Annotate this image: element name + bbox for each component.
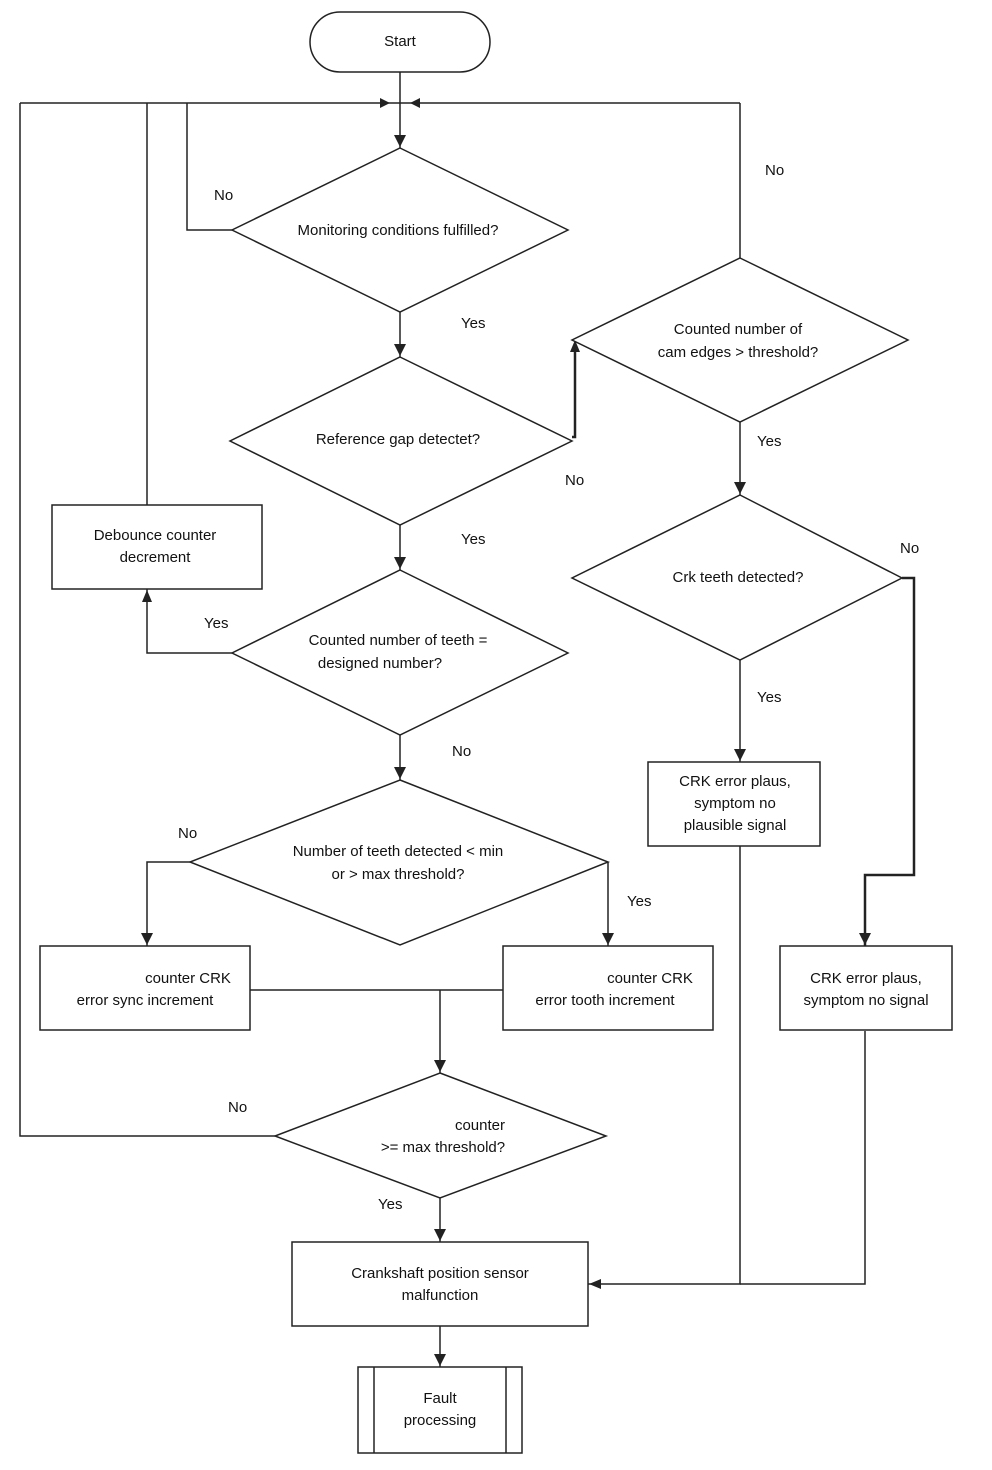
connector-nosignal-malfunction	[740, 1031, 866, 1285]
label-crk-yes: Yes	[757, 689, 781, 706]
arrow-to-teethcount	[394, 557, 406, 569]
arrow-to-malfunction	[434, 1229, 446, 1241]
process-sync-increment: counter CRK error sync increment	[39, 945, 251, 1031]
malfunction-label-2: malfunction	[402, 1287, 479, 1304]
connector-teethcount-yes	[146, 589, 232, 654]
process-debounce: Debounce counter decrement	[51, 504, 263, 590]
connector-threshold-no	[146, 861, 190, 946]
fault-label-2: processing	[404, 1412, 477, 1429]
process-plaus-no-signal: CRK error plaus, symptom no signal	[779, 945, 953, 1031]
arrow-top-merge-left	[380, 98, 390, 108]
label-counter-no: No	[228, 1099, 247, 1116]
arrow-to-crk	[734, 482, 746, 494]
label-crk-no: No	[900, 540, 919, 557]
start-label: Start	[384, 33, 417, 50]
crk-label-1: Crk teeth detected?	[673, 569, 804, 586]
decision-counter-threshold: counter >= max threshold?	[272, 1072, 609, 1199]
decision-reference-gap: Reference gap detectet?	[228, 356, 574, 526]
threshold-label-1: Number of teeth detected < min	[293, 843, 504, 860]
plaus-label-1: CRK error plaus,	[679, 773, 791, 790]
arrow-to-plaus	[734, 749, 746, 761]
arrow-to-cam	[570, 340, 580, 352]
start-terminator: Start	[309, 11, 491, 73]
decision-monitoring: Monitoring conditions fulfilled?	[230, 147, 570, 313]
nosignal-label-2: symptom no signal	[803, 992, 928, 1009]
label-threshold-no: No	[178, 825, 197, 842]
plaus-label-2: symptom no	[694, 795, 776, 812]
label-teethcount-yes: Yes	[204, 615, 228, 632]
plaus-label-3: plausible signal	[684, 817, 787, 834]
process-malfunction: Crankshaft position sensor malfunction	[291, 1241, 589, 1327]
connector-crk-no	[863, 576, 916, 946]
arrow-to-tooth	[602, 933, 614, 945]
malfunction-label-1: Crankshaft position sensor	[351, 1265, 529, 1282]
nosignal-label-1: CRK error plaus,	[810, 970, 922, 987]
arrow-to-fault	[434, 1354, 446, 1366]
sync-label-2: error sync increment	[77, 992, 215, 1009]
process-plaus-no-plausible: CRK error plaus, symptom no plausible si…	[647, 761, 821, 847]
teethcount-label-2: designed number?	[318, 655, 442, 672]
arrow-to-refgap	[394, 344, 406, 356]
label-teethcount-no: No	[452, 743, 471, 760]
debounce-label-1: Debounce counter	[94, 527, 217, 544]
arrow-to-sync	[141, 933, 153, 945]
label-counter-yes: Yes	[378, 1196, 402, 1213]
arrow-heads	[141, 98, 871, 1366]
threshold-label-2: or > max threshold?	[332, 866, 465, 883]
decision-cam-edges: Counted number of cam edges > threshold?	[570, 257, 910, 423]
teethcount-label-1: Counted number of teeth =	[309, 632, 488, 649]
arrow-to-debounce	[142, 590, 152, 602]
label-cam-no: No	[765, 162, 784, 179]
label-monitoring-no: No	[214, 187, 233, 204]
decision-teeth-threshold: Number of teeth detected < min or > max …	[187, 779, 611, 946]
counter-label-1: counter	[455, 1117, 505, 1134]
decision-crk-teeth: Crk teeth detected?	[570, 494, 904, 661]
label-refgap-yes: Yes	[461, 531, 485, 548]
connector-refgap-no	[572, 350, 577, 439]
process-fault: Fault processing	[357, 1366, 523, 1454]
process-tooth-increment: counter CRK error tooth increment	[502, 945, 714, 1031]
connectors	[19, 72, 916, 1367]
counter-label-2: >= max threshold?	[381, 1139, 505, 1156]
label-refgap-no: No	[565, 472, 584, 489]
connector-plaus-malfunction	[588, 846, 741, 1285]
monitoring-label-1: Monitoring conditions fulfilled?	[298, 222, 499, 239]
label-monitoring-yes: Yes	[461, 315, 485, 332]
sync-label-1: counter CRK	[145, 970, 231, 987]
cam-label-1: Counted number of	[674, 321, 803, 338]
tooth-label-2: error tooth increment	[535, 992, 675, 1009]
arrow-to-threshold	[394, 767, 406, 779]
cam-label-2: cam edges > threshold?	[658, 344, 819, 361]
refgap-label-1: Reference gap detectet?	[316, 431, 480, 448]
decision-teeth-count: Counted number of teeth = designed numbe…	[230, 569, 570, 736]
label-threshold-yes: Yes	[627, 893, 651, 910]
connector-counter-no	[19, 103, 275, 1137]
edge-labels: No Yes No Yes Yes No No Yes No Yes No Ye…	[178, 162, 919, 1213]
arrow-top-merge-right	[410, 98, 420, 108]
connector-monitoring-no	[186, 103, 232, 231]
label-cam-yes: Yes	[757, 433, 781, 450]
arrow-to-counter	[434, 1060, 446, 1072]
arrow-to-nosignal	[859, 933, 871, 945]
fault-label-1: Fault	[423, 1390, 457, 1407]
arrow-to-monitoring	[394, 135, 406, 147]
debounce-label-2: decrement	[120, 549, 192, 566]
arrow-into-malfunction	[589, 1279, 601, 1289]
tooth-label-1: counter CRK	[607, 970, 693, 987]
